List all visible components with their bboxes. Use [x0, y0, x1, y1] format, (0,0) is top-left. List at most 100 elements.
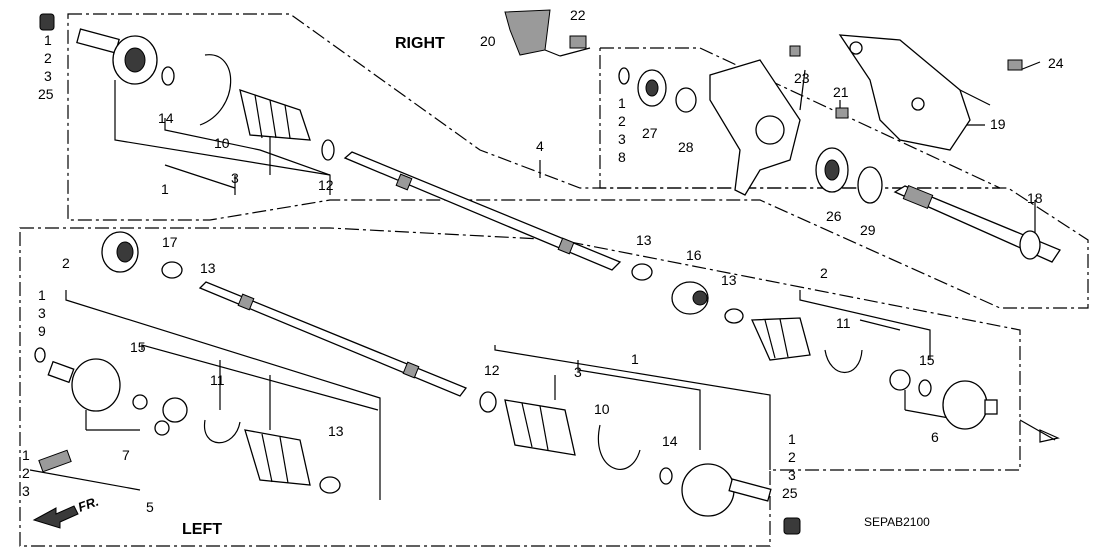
- callout: 4: [536, 138, 544, 154]
- boot-band-12b-icon: [479, 391, 497, 413]
- boot-band-10b-icon: [597, 424, 641, 470]
- callout: 2: [820, 265, 828, 281]
- callout: 12: [318, 177, 334, 193]
- boot-band-10-icon: [199, 54, 232, 126]
- callout: 11: [836, 315, 851, 331]
- callout: 15: [919, 352, 935, 368]
- callout: 1: [22, 447, 30, 463]
- inner-cv-joint-7-icon: [47, 358, 121, 412]
- callout: 14: [158, 110, 174, 126]
- inner-cv-joint-6-icon: [942, 380, 998, 430]
- callout: 2: [22, 465, 30, 481]
- callout: 3: [22, 483, 30, 499]
- outer-cv-joint-left-icon: [681, 463, 772, 517]
- snap-ring-28-icon: [675, 87, 697, 113]
- bolt-22-icon: [569, 35, 587, 49]
- bracket-20-icon: [504, 9, 551, 56]
- damper-16-icon: [671, 281, 709, 315]
- snap-ring-15a-icon: [132, 394, 148, 410]
- left-group-outline: [19, 227, 1021, 547]
- callout: 29: [860, 222, 876, 238]
- boot-band-13b-icon: [631, 263, 653, 281]
- callout: 17: [162, 234, 178, 250]
- callout: 2: [62, 255, 70, 271]
- callout: 10: [214, 135, 230, 151]
- callout: 13: [636, 232, 652, 248]
- section-title-right: RIGHT: [395, 35, 445, 52]
- boot-left-outer-icon: [504, 399, 576, 456]
- callout-labels: 1 2 3 25 14 10 1 3 12 20 22 4 1 2 3 8 27…: [22, 7, 1064, 515]
- boot-band-13d-icon: [319, 476, 341, 494]
- callout: 19: [990, 116, 1006, 132]
- boot-17-icon: [101, 231, 139, 273]
- callout: 2: [44, 50, 52, 66]
- boot-left-mid-icon: [244, 429, 311, 486]
- callout: 5: [146, 499, 154, 515]
- callout: 7: [122, 447, 130, 463]
- boot-band-11b-icon: [204, 419, 241, 444]
- right-subgroup-outline: [599, 47, 1001, 189]
- tripod-15b-icon: [889, 369, 932, 397]
- boot-band-13c-icon: [724, 308, 744, 324]
- hub-nut-icon: [39, 13, 55, 31]
- bolt-24-icon: [1007, 59, 1023, 71]
- bearing-support-icon: [709, 59, 801, 196]
- callout: 20: [480, 33, 496, 49]
- callout: 3: [618, 131, 626, 147]
- callout: 13: [721, 272, 737, 288]
- snap-ring-29-icon: [857, 166, 883, 204]
- callout: 3: [788, 467, 796, 483]
- callout: 11: [210, 372, 225, 388]
- callout: 1: [38, 287, 46, 303]
- callout: 1: [631, 351, 639, 367]
- right-shaft-icon: [343, 151, 622, 271]
- callout: 2: [618, 113, 626, 129]
- callout: 15: [130, 339, 146, 355]
- callout: 27: [642, 125, 658, 141]
- hub-nut-left-icon: [783, 517, 801, 535]
- callout: 1: [618, 95, 626, 111]
- direction-arrow-icon: [1039, 429, 1060, 443]
- boot-right-outer-icon: [239, 89, 311, 141]
- boot-left-inner-icon: [751, 317, 811, 361]
- callout: 3: [231, 170, 239, 186]
- tube-1e-icon: [38, 449, 72, 473]
- callout: 3: [44, 68, 52, 84]
- front-label: FR.: [76, 494, 101, 515]
- heat-shield-19-icon: [838, 34, 971, 151]
- callout: 16: [686, 247, 702, 263]
- left-shaft-icon: [198, 281, 468, 397]
- diagram-code: SEPAB2100: [864, 515, 930, 529]
- callout: 13: [200, 260, 216, 276]
- intermediate-shaft-18-icon: [893, 184, 1061, 263]
- section-title-left: LEFT: [182, 521, 222, 538]
- callout: 3: [38, 305, 46, 321]
- boot-band-12-icon: [321, 139, 335, 161]
- outer-cv-joint-right: [76, 28, 158, 85]
- callout: 13: [328, 423, 344, 439]
- callout: 22: [570, 7, 586, 23]
- bearing-27-icon: [637, 69, 667, 107]
- callout: 18: [1027, 190, 1043, 206]
- callout: 8: [618, 149, 626, 165]
- boot-band-11a-icon: [824, 349, 863, 374]
- bolt-21-icon: [835, 107, 849, 119]
- boot-band-13a-icon: [161, 261, 183, 279]
- front-arrow-icon: [32, 505, 79, 529]
- snap-ring-14-icon: [161, 66, 175, 86]
- callout: 2: [788, 449, 796, 465]
- callout: 1: [788, 431, 796, 447]
- callout: 14: [662, 433, 678, 449]
- callout: 9: [38, 323, 46, 339]
- callout: 23: [794, 70, 810, 86]
- snap-ring-9-icon: [34, 347, 46, 363]
- callout: 1: [161, 181, 169, 197]
- callout: 25: [782, 485, 798, 501]
- snap-ring-14b-icon: [659, 467, 673, 485]
- bearing-26-icon: [815, 147, 849, 193]
- callout: 6: [931, 429, 939, 445]
- right-group-outline: [67, 13, 1089, 309]
- callout: 12: [484, 362, 500, 378]
